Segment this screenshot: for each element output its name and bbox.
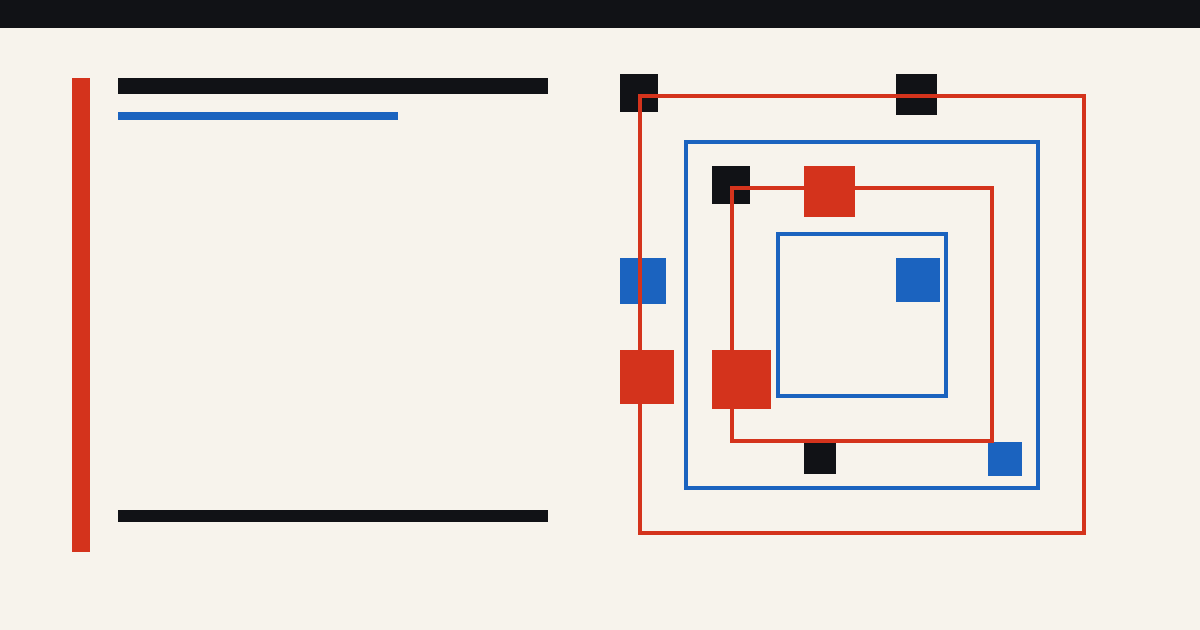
- nested-squares-artwork: [600, 50, 1120, 560]
- blue-square-1: [620, 258, 666, 304]
- top-bar: [0, 0, 1200, 28]
- black-rule-bottom: [118, 510, 548, 522]
- red-accent-bar: [72, 78, 90, 552]
- blue-square-3: [988, 442, 1022, 476]
- red-square-3: [712, 350, 771, 409]
- blue-outline-inner: [776, 232, 948, 398]
- red-outline-outer: [638, 94, 1086, 535]
- blue-rule: [118, 112, 398, 120]
- black-rule-top: [118, 78, 548, 94]
- red-square-2: [620, 350, 674, 404]
- red-square-1: [804, 166, 855, 217]
- red-outline-inner: [730, 186, 994, 443]
- blue-outline-outer: [684, 140, 1040, 490]
- blue-square-2: [896, 258, 940, 302]
- black-square-4: [804, 442, 836, 474]
